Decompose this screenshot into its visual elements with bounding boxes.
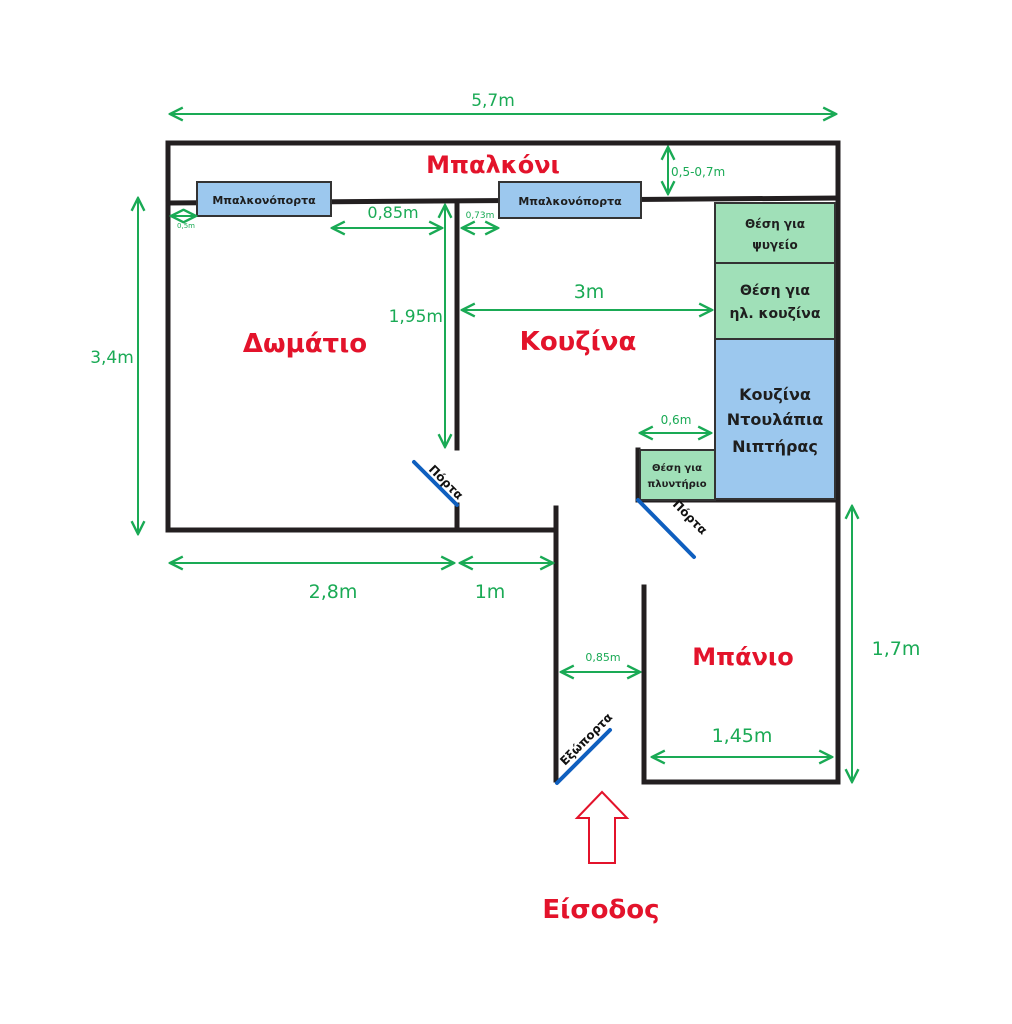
svg-text:0,5-0,7m: 0,5-0,7m [671,165,725,179]
bathroom-left-wall [641,584,841,785]
svg-text:1m: 1m [475,581,506,603]
svg-text:Θέση για: Θέση για [745,217,805,231]
svg-text:2,8m: 2,8m [309,581,358,603]
svg-text:0,73m: 0,73m [466,211,495,221]
svg-text:5,7m: 5,7m [471,91,515,111]
svg-text:1,45m: 1,45m [712,725,773,747]
svg-text:Ντουλάπια: Ντουλάπια [727,410,823,429]
svg-text:Κουζίνα: Κουζίνα [739,385,811,404]
svg-text:1,7m: 1,7m [872,638,921,660]
balcony-door-right-label: Μπαλκονόπορτα [518,195,622,208]
kitchen-cabinets-sink: Κουζίνα Ντουλάπια Νιπτήρας [714,338,836,500]
svg-text:Νιπτήρας: Νιπτήρας [732,437,818,456]
bathroom-door[interactable] [636,498,696,559]
svg-text:ηλ. κουζίνα: ηλ. κουζίνα [730,306,821,322]
svg-text:3m: 3m [574,281,605,303]
bedroom-door[interactable] [412,460,459,507]
room-label-entrance: Είσοδος [542,895,659,925]
svg-text:0,6m: 0,6m [661,413,692,427]
stove-spot: Θέση για ηλ. κουζίνα [714,262,836,340]
balcony-outline [165,140,841,201]
bathroom-door-label: Πόρτα [670,497,710,537]
balcony-door-left[interactable]: Μπαλκονόπορτα [196,181,332,217]
room-label-bathroom: Μπάνιο [692,643,794,671]
balcony-door-right[interactable]: Μπαλκονόπορτα [498,181,642,219]
washer-spot: Θέση για πλυντήριο [639,449,716,501]
entrance-arrow-icon [574,790,630,864]
svg-text:0,85m: 0,85m [585,651,620,664]
room-label-kitchen: Κουζίνα [520,327,637,357]
front-door[interactable] [555,728,612,785]
svg-text:Θέση για: Θέση για [740,283,810,299]
svg-text:ψυγείο: ψυγείο [752,238,797,252]
room-labels: Μπαλκόνι Δωμάτιο Κουζίνα Μπάνιο Είσοδος [243,151,794,925]
fridge-spot: Θέση για ψυγείο [714,202,836,264]
fixtures: Μπαλκονόπορτα Μπαλκονόπορτα Θέση για ψυγ… [196,181,836,501]
dimensions: 5,7m 0,5-0,7m 0,5m 0,85m 0,73m 1,95m 3m … [90,91,920,782]
svg-text:πλυντήριο: πλυντήριο [647,478,706,490]
svg-text:3,4m: 3,4m [90,348,134,368]
balcony-door-left-label: Μπαλκονόπορτα [212,194,316,207]
svg-text:Θέση για: Θέση για [652,462,702,474]
svg-text:0,5m: 0,5m [177,222,195,230]
room-label-bedroom: Δωμάτιο [243,329,367,359]
room-label-balcony: Μπαλκόνι [426,151,560,179]
svg-text:0,85m: 0,85m [367,203,418,222]
svg-text:1,95m: 1,95m [389,307,443,327]
front-door-label: Εξώπορτα [557,710,615,768]
